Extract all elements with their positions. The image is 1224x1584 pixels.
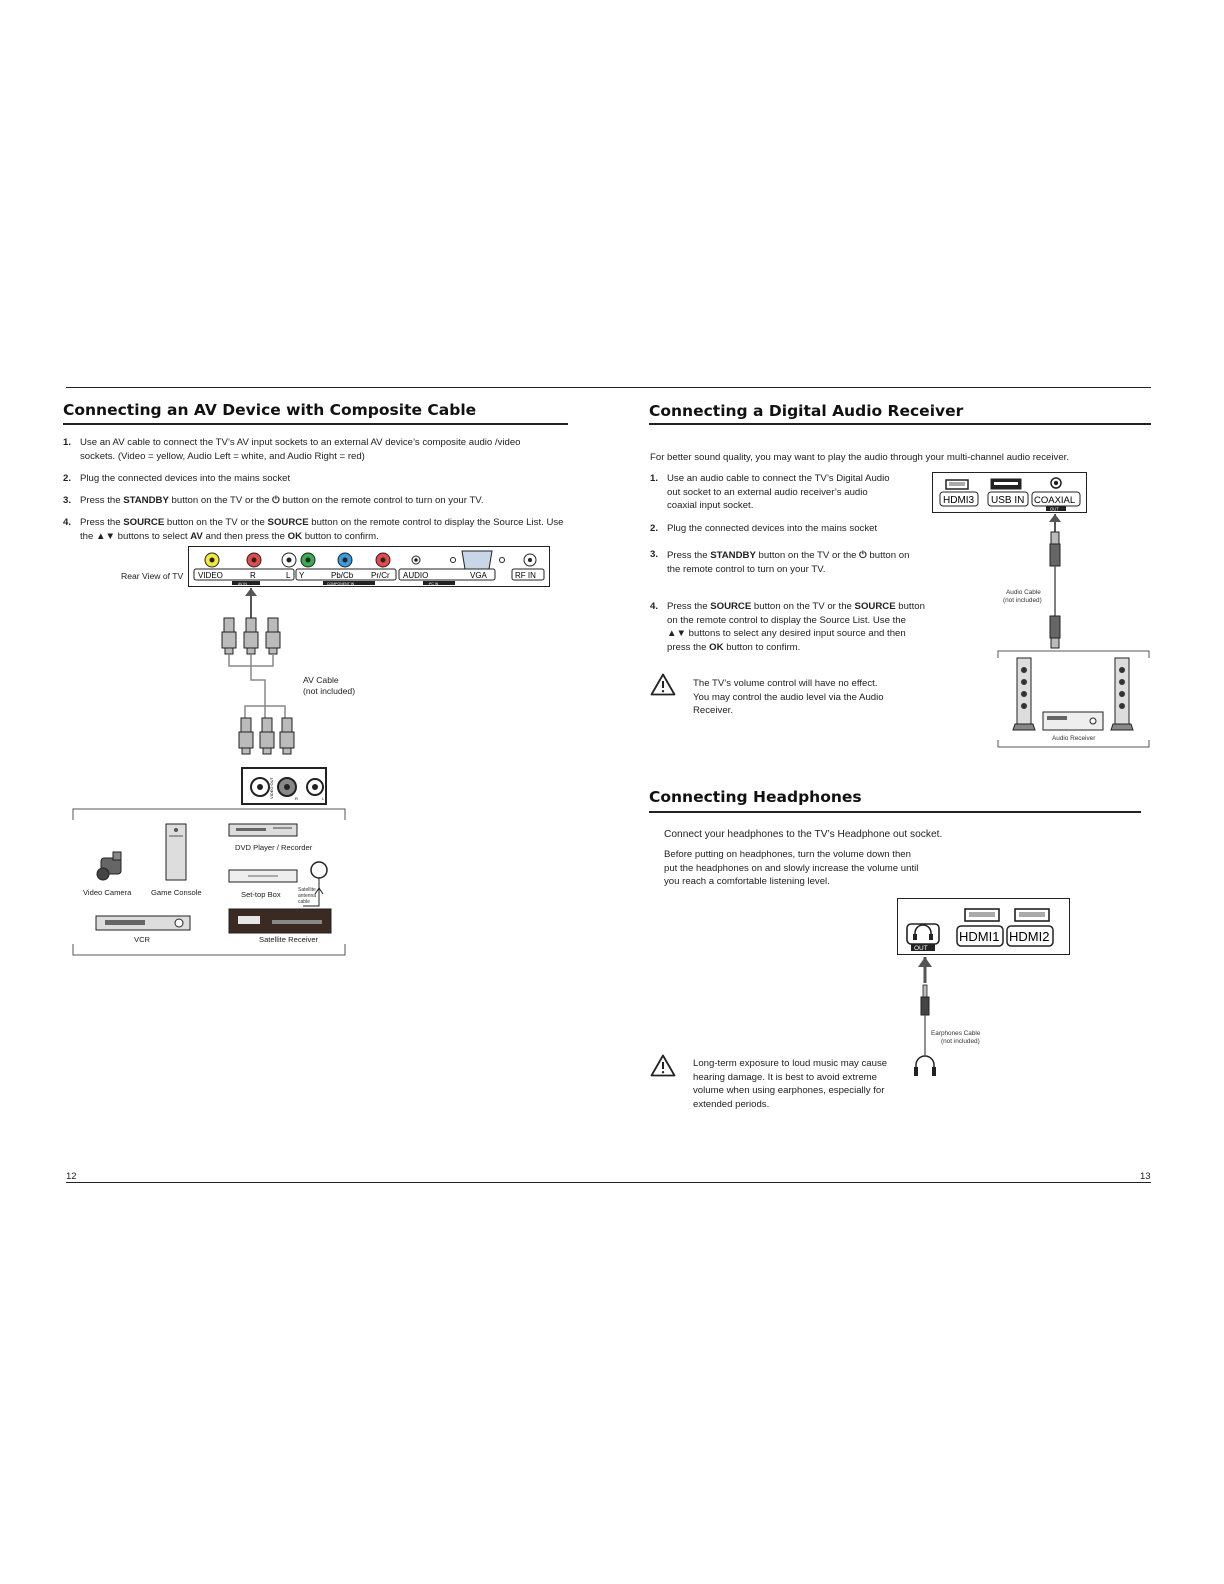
warning-icon — [650, 673, 676, 696]
top-rule — [66, 387, 1151, 388]
panel-video-label: VIDEO — [198, 571, 223, 580]
socket-r-label: R — [295, 796, 298, 801]
audio-receiver-label: Audio Receiver — [1052, 735, 1096, 742]
right-step-2-number: 2. — [650, 523, 659, 534]
panel-component-label: COMPONENT IN — [327, 582, 355, 586]
warning-icon-hearing — [650, 1054, 676, 1077]
headphones-title: Connecting Headphones — [649, 788, 862, 806]
tv-rear-panel: VIDEO R L Y Pb/Cb Pr/Cr AUDIO VGA RF IN … — [188, 546, 550, 587]
panel-y-label: Y — [299, 571, 305, 580]
video-camera-image — [96, 851, 122, 881]
vcr-label: VCR — [134, 935, 151, 944]
right-page-number: 13 — [1140, 1171, 1151, 1182]
headphones-instruction: Connect your headphones to the TV’s Head… — [664, 829, 943, 840]
av-cable-label: AV Cable — [303, 675, 339, 685]
dvd-player-label: DVD Player / Recorder — [235, 843, 313, 852]
left-section-title: Connecting an AV Device with Composite C… — [63, 401, 477, 419]
audio-cable-note: (not included) — [1003, 597, 1042, 604]
usb-in-label: USB IN — [991, 495, 1024, 506]
left-step-4-number: 4. — [63, 517, 72, 528]
dvd-player-image — [228, 823, 298, 837]
satellite-receiver-label: Satellite Receiver — [259, 935, 319, 944]
right-step-4-number: 4. — [650, 601, 659, 612]
satellite-cable-label: Satellite antenna cable — [298, 887, 317, 905]
coaxial-label: COAXIAL — [1034, 495, 1075, 506]
satellite-dish-image — [303, 861, 328, 907]
right-step-1-text: Use an audio cable to connect the TV’s D… — [667, 473, 890, 512]
hdmi3-label: HDMI3 — [943, 495, 975, 506]
game-console-image — [165, 823, 187, 881]
panel-avin-label: AV IN — [238, 582, 247, 586]
video-camera-label: Video Camera — [83, 888, 132, 897]
coaxial-out-label: OUT — [1050, 507, 1059, 512]
audio-cable-label: Audio Cable — [1006, 589, 1041, 596]
panel-l-label: L — [286, 571, 291, 580]
av-cable-note: (not included) — [303, 686, 356, 696]
panel-prcr-label: Pr/Cr — [371, 571, 390, 580]
settop-box-image — [228, 869, 298, 883]
right-step-4-text: Press the SOURCE button on the TV or the… — [667, 601, 925, 653]
volume-warning-text: The TV’s volume control will have no eff… — [693, 678, 884, 717]
right-step-3-number: 3. — [650, 549, 659, 560]
coaxial-panel: HDMI3 USB IN COAXIAL OUT — [932, 472, 1087, 513]
right-step-3-text: Press the STANDBY button on the TV or th… — [667, 550, 910, 575]
left-step-3-number: 3. — [63, 495, 72, 506]
bottom-rule — [66, 1182, 1151, 1183]
left-title-underline — [63, 423, 568, 425]
vcr-image — [95, 915, 191, 931]
right-step-2-text: Plug the connected devices into the main… — [667, 523, 878, 534]
panel-audio-label: AUDIO — [403, 571, 428, 580]
av-cable-diagram: VIDEO OUT R L — [221, 588, 327, 805]
panel-rfin-label: RF IN — [515, 571, 536, 580]
settop-box-label: Set-top Box — [241, 890, 281, 899]
earphones-cable — [914, 957, 936, 1076]
devices-bracket — [72, 808, 346, 956]
earphones-cable-note: (not included) — [941, 1038, 980, 1045]
audio-cable — [1049, 514, 1061, 649]
left-step-4-text: Press the SOURCE button on the TV or the… — [80, 517, 564, 542]
digital-audio-title-underline — [649, 423, 1151, 425]
headphones-volume-note: Before putting on headphones, turn the v… — [664, 849, 919, 888]
socket-video-out-label: VIDEO OUT — [269, 776, 274, 799]
panel-r-label: R — [250, 571, 256, 580]
left-step-2-text: Plug the connected devices into the main… — [80, 473, 291, 484]
earphones-cable-label: Earphones Cable — [931, 1030, 981, 1037]
left-step-1-text: Use an AV cable to connect the TV’s AV i… — [80, 437, 521, 462]
digital-audio-intro: For better sound quality, you may want t… — [650, 452, 1069, 463]
panel-pbcb-label: Pb/Cb — [331, 571, 354, 580]
headphone-panel: OUT HDMI1 HDMI2 — [897, 898, 1070, 955]
left-step-3-text: Press the STANDBY button on the TV or th… — [80, 495, 484, 506]
hearing-warning-text: Long-term exposure to loud music may cau… — [693, 1058, 888, 1110]
satellite-receiver-image — [228, 908, 332, 934]
panel-vga-label: VGA — [470, 571, 488, 580]
left-page-number: 12 — [66, 1171, 77, 1182]
left-step-2-number: 2. — [63, 473, 72, 484]
hp-out-label: OUT — [914, 945, 928, 952]
vga-port — [461, 550, 493, 570]
rear-view-label: Rear View of TV — [121, 571, 184, 581]
socket-l-label: L — [322, 796, 325, 801]
right-step-1-number: 1. — [650, 473, 659, 484]
game-console-label: Game Console — [151, 888, 202, 897]
hdmi1-label: HDMI1 — [959, 929, 999, 944]
left-step-1-number: 1. — [63, 437, 72, 448]
panel-pcin-label: PC IN — [429, 582, 439, 586]
headphones-title-underline — [649, 811, 1141, 813]
audio-receiver-image — [997, 650, 1150, 748]
digital-audio-title: Connecting a Digital Audio Receiver — [649, 402, 964, 420]
hdmi2-label: HDMI2 — [1009, 929, 1049, 944]
